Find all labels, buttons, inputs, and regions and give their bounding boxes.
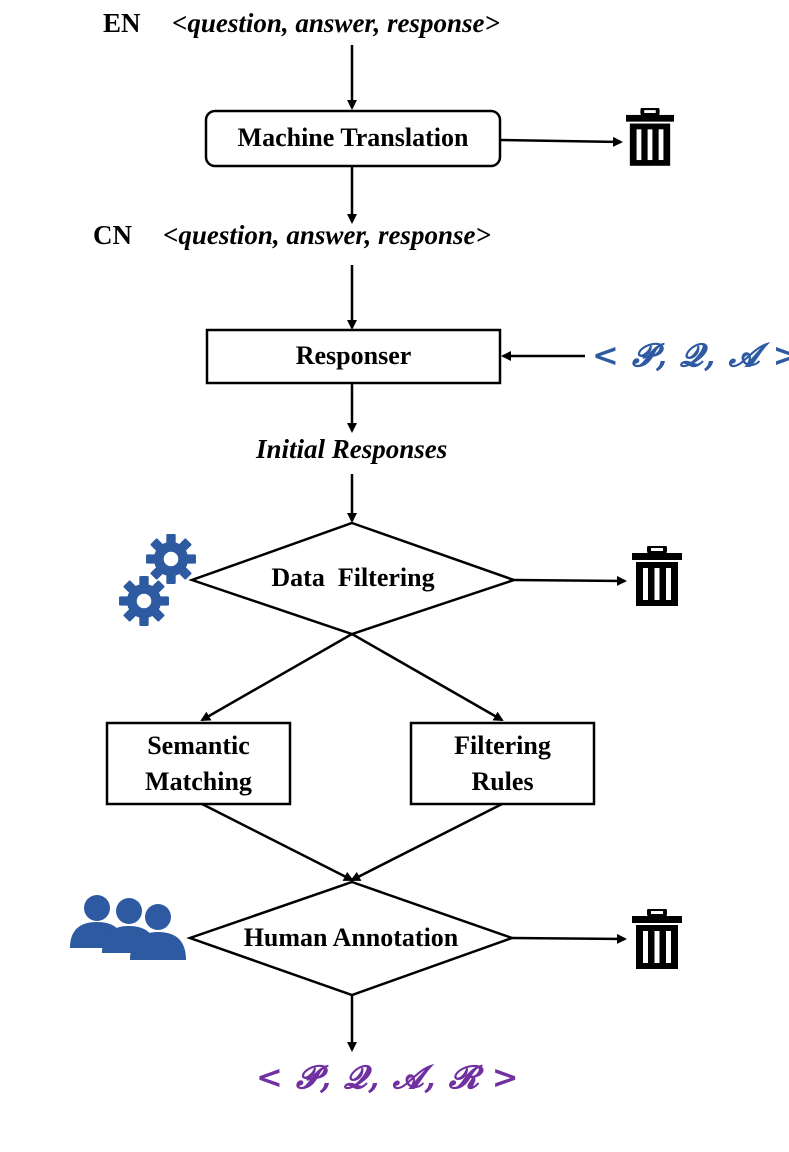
filtering-rules-box <box>409 721 596 806</box>
human-annotation-diamond <box>186 880 516 997</box>
output-tuple: < 𝓟, 𝓠, 𝓐, 𝓡 > <box>256 1058 520 1096</box>
arrow-filtering-to-rules <box>351 632 504 722</box>
semantic-matching-label-line1: Semantic <box>147 731 250 760</box>
en-language-label: EN <box>103 8 141 38</box>
semantic-matching-label-line2: Matching <box>145 767 252 796</box>
arrow-annotation-to-trash <box>511 933 627 944</box>
trash-icon <box>632 909 682 969</box>
arrow-rules-to-annotation <box>350 802 503 882</box>
trash-icon <box>632 546 682 606</box>
arrow-mt-to-trash <box>499 136 623 147</box>
semantic-matching-box <box>105 721 292 806</box>
initial-responses-label: Initial Responses <box>256 434 448 464</box>
machine-translation-label: Machine Translation <box>237 123 469 152</box>
trash-icon <box>626 108 674 166</box>
filtering-rules-label-line1: Filtering <box>454 731 551 760</box>
data-filtering-label: Data Filtering <box>271 563 435 592</box>
gears-icon <box>119 534 196 626</box>
machine-translation-box <box>204 109 502 168</box>
arrow-filtering-to-semantic <box>200 632 353 722</box>
arrow-semantic-to-annotation <box>201 802 354 882</box>
responser-input-tuple: < 𝓟, 𝓠, 𝓐 > <box>592 336 789 374</box>
cn-triple-text: <question, answer, response> <box>163 220 491 250</box>
data-filtering-diamond <box>188 521 518 636</box>
responser-label: Responser <box>295 341 412 370</box>
human-annotation-label: Human Annotation <box>243 923 459 952</box>
arrow-filtering-to-trash <box>513 575 627 586</box>
responser-box <box>205 328 502 385</box>
en-triple-text: <question, answer, response> <box>172 8 500 38</box>
cn-language-label: CN <box>93 220 132 250</box>
filtering-rules-label-line2: Rules <box>471 767 534 796</box>
users-icon <box>70 895 186 960</box>
